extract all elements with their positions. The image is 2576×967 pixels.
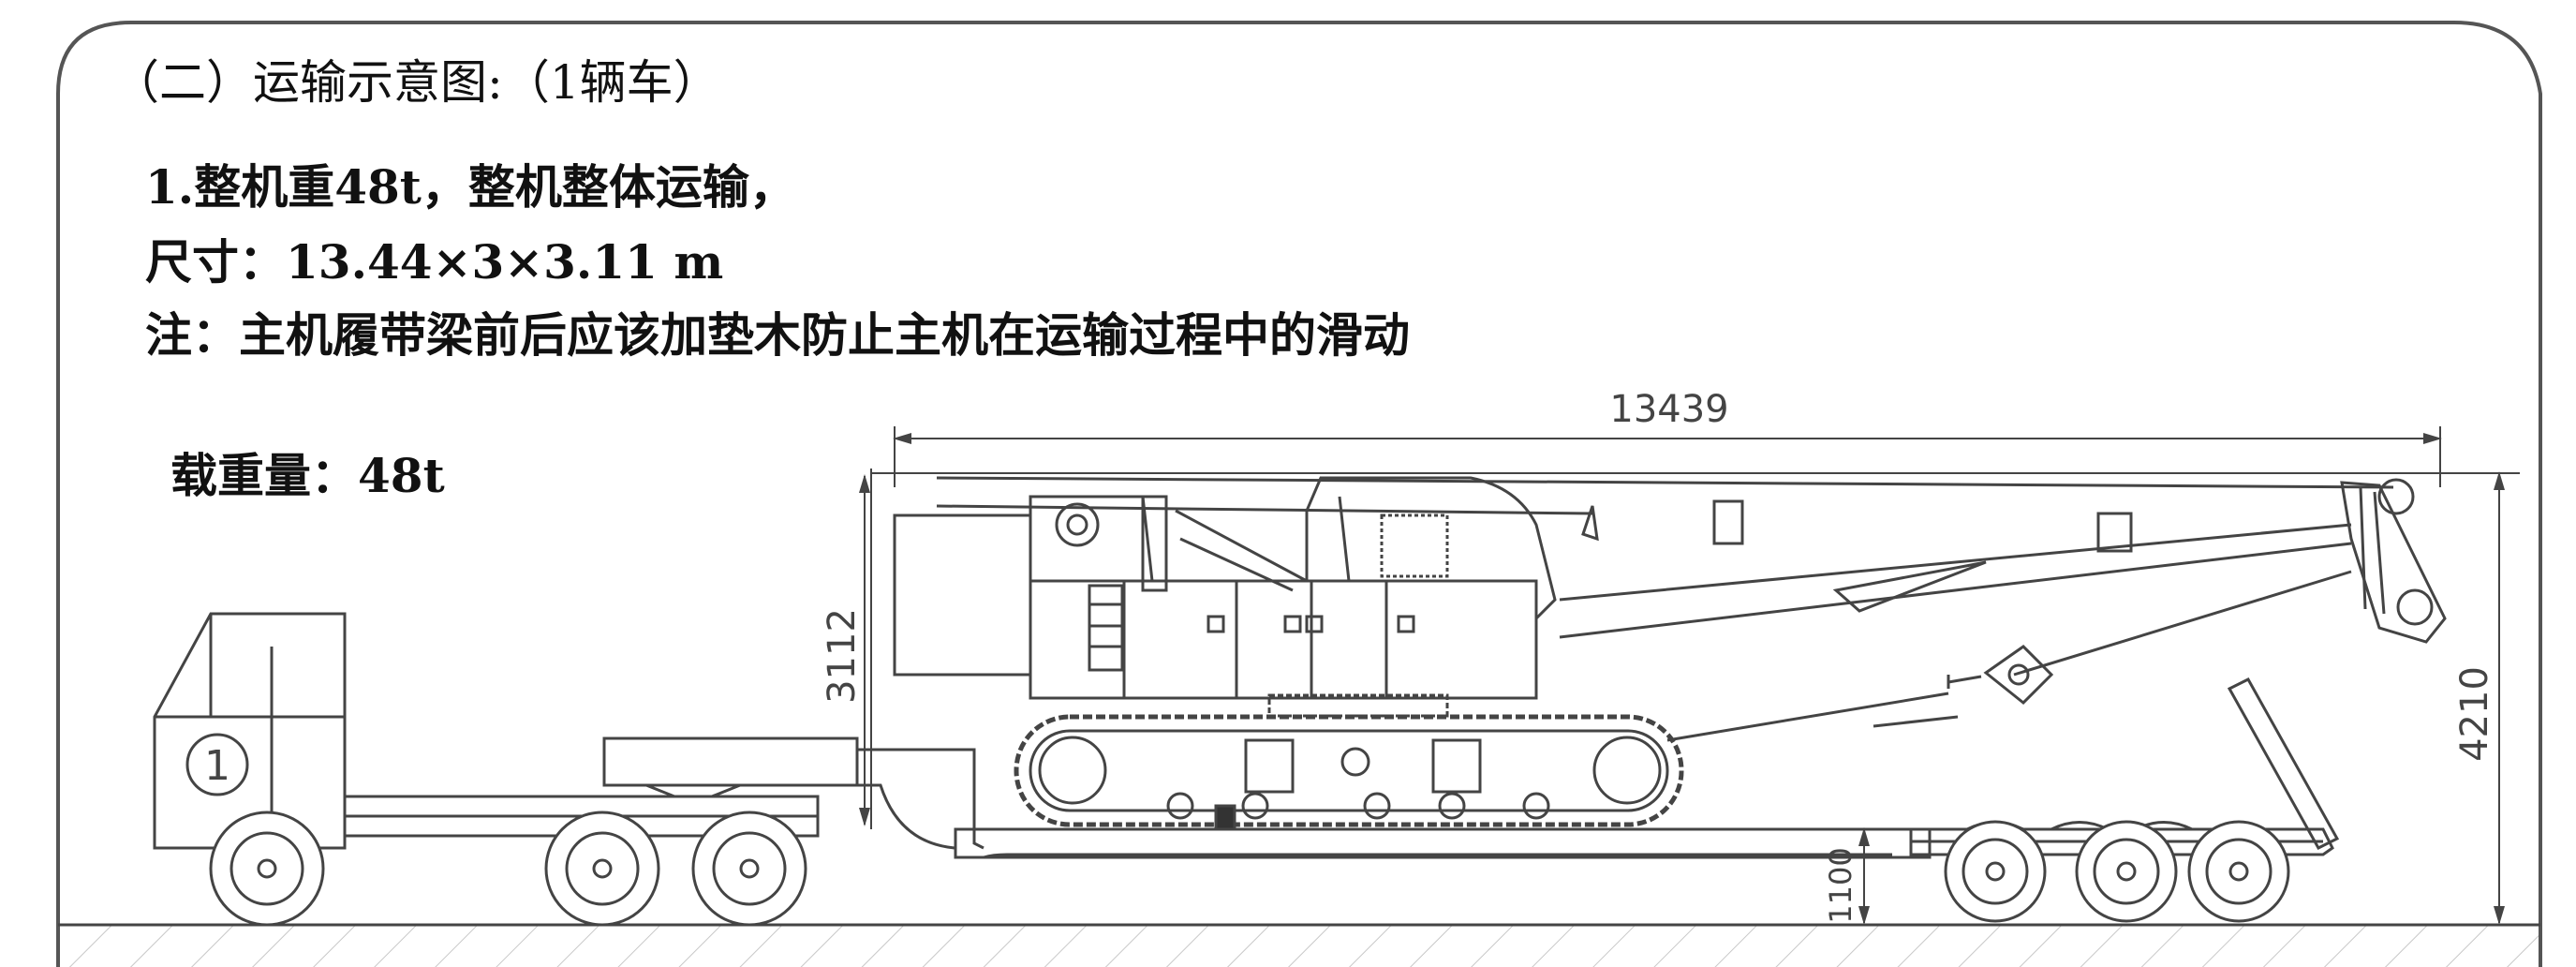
ground-hatch xyxy=(60,926,2539,967)
luffing-cylinder xyxy=(1832,560,1987,613)
machinery-house xyxy=(1029,579,1538,700)
track-rollers xyxy=(1166,792,1550,820)
slew-ring xyxy=(1267,693,1449,718)
load-capacity: 载重量：48t xyxy=(170,448,445,503)
truck-cab xyxy=(153,612,347,850)
trailer-gooseneck xyxy=(857,748,985,850)
track-sprocket xyxy=(1592,736,1662,805)
transport-note: 注：主机履带梁前后应该加垫木防止主机在运输过程中的滑动 xyxy=(145,307,1410,363)
gooseneck-plate xyxy=(602,736,859,787)
wheel-trailer-3 xyxy=(2187,820,2290,923)
dimension-lines xyxy=(859,426,2520,925)
wheel-drive-2 xyxy=(691,811,807,927)
wheel-trailer-1 xyxy=(1944,820,2047,923)
dim-machine-height-label: 3112 xyxy=(821,608,864,704)
vehicle-number: 1 xyxy=(204,742,230,790)
dim-deck-height-label: 1100 xyxy=(1823,847,1858,923)
wheel-front xyxy=(209,811,325,927)
track-idler xyxy=(1038,736,1107,805)
vehicle-number-circle xyxy=(185,733,249,796)
section-heading: （二）运输示意图:（1辆车） xyxy=(112,55,720,110)
trailer-deck xyxy=(954,827,1932,859)
counterweight xyxy=(893,513,1032,677)
truck-trailer xyxy=(153,612,2340,859)
gantry-strut xyxy=(1175,509,1308,592)
size-info: 尺寸：13.44×3×3.11 m xyxy=(145,234,724,290)
crawler-track xyxy=(1014,714,1684,827)
dim-length-label: 13439 xyxy=(1609,388,1728,431)
wheel-drive-1 xyxy=(544,811,660,927)
hoist-line xyxy=(2013,570,2352,677)
boom xyxy=(936,476,2394,639)
winch-drum xyxy=(1055,502,1100,547)
crawler-crane xyxy=(870,469,2501,831)
truck-wheels xyxy=(209,811,2290,927)
border-frame xyxy=(56,21,2542,967)
winch-frame xyxy=(1029,495,1154,582)
operator-cab xyxy=(1305,476,1557,622)
weight-info: 1.整机重48t，整机整体运输， xyxy=(145,159,796,215)
trailer-ramp xyxy=(2227,677,2340,850)
dim-total-height-label: 4210 xyxy=(2453,666,2496,762)
boom-head xyxy=(2340,481,2447,644)
hook-block xyxy=(1983,645,2054,706)
wheel-trailer-2 xyxy=(2075,820,2178,923)
